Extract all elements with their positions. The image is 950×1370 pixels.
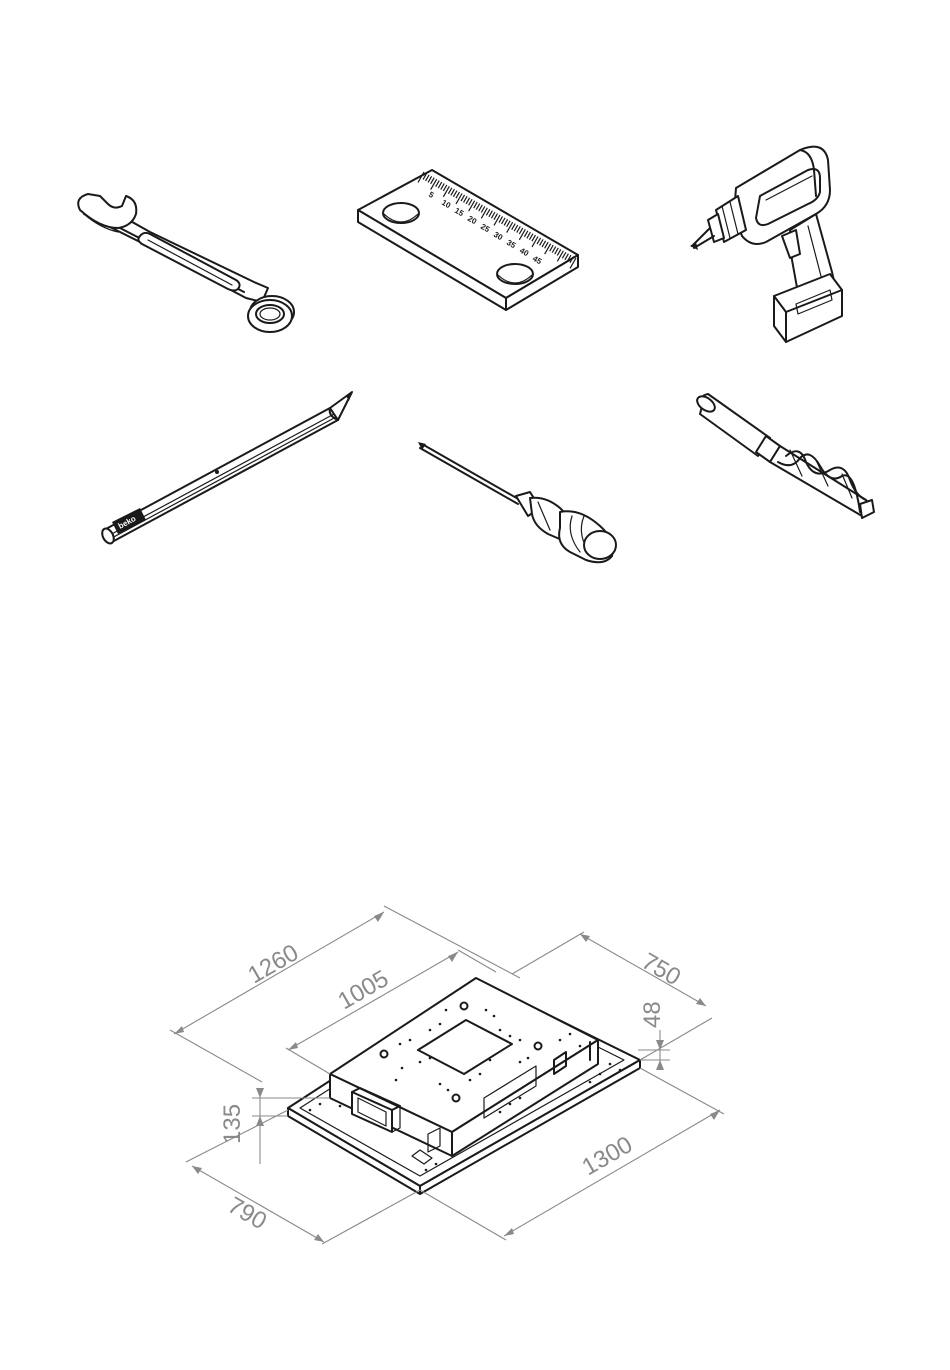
wrench-icon	[78, 194, 294, 332]
screw-hole-dot	[339, 1105, 342, 1108]
screw-hole-dot	[589, 1081, 592, 1084]
screw-hole-dot	[399, 1043, 402, 1046]
dimension-cutout-depth: 48	[639, 1001, 666, 1028]
screw-hole-dot	[493, 1015, 496, 1018]
screw-hole-dot	[409, 1039, 412, 1042]
pencil-icon: beko	[100, 392, 352, 545]
screw-hole-dot	[419, 1061, 422, 1064]
screw-hole-dot	[447, 1089, 450, 1092]
drill-bit-icon	[694, 393, 874, 518]
dimension-height: 135	[219, 1104, 246, 1144]
screw-hole-dot	[609, 1063, 612, 1066]
screw-hole-dot	[519, 1039, 522, 1042]
screw-hole-dot	[499, 1111, 502, 1114]
screw-hole-dot	[439, 1023, 442, 1026]
screw-hole-dot	[599, 1073, 602, 1076]
screw-hole-dot	[509, 1035, 512, 1038]
screw-hole-dot	[485, 1009, 488, 1012]
screw-hole-dot	[309, 1109, 312, 1112]
screw-hole-dot	[479, 1073, 482, 1076]
screw-hole-dot	[445, 1009, 448, 1012]
screw-hole-dot	[401, 1067, 404, 1070]
dimension-depth-inner: 750	[637, 948, 685, 991]
screw-hole-dot	[509, 1103, 512, 1106]
screw-hole-dot	[619, 1069, 622, 1072]
dimension-width-inner: 1005	[334, 965, 394, 1015]
screw-hole-dot	[435, 1163, 438, 1166]
screwdriver-icon	[418, 442, 616, 562]
screw-hole-dot	[527, 1057, 530, 1060]
screw-hole-dot	[489, 1059, 492, 1062]
screw-hole-dot	[429, 1029, 432, 1032]
ruler-template-icon: 5 10 15 20 25 30 35 40 45	[358, 170, 578, 310]
screw-hole-dot	[429, 1057, 432, 1060]
cordless-drill-icon	[690, 147, 842, 342]
screw-hole-dot	[425, 1169, 428, 1172]
dimension-depth-outer: 790	[223, 1192, 271, 1235]
screw-hole-dot	[499, 1029, 502, 1032]
screw-hole-dot	[395, 1079, 398, 1082]
screw-hole-dot	[439, 1083, 442, 1086]
dimension-length: 1300	[578, 1131, 638, 1181]
screw-hole-dot	[469, 1079, 472, 1082]
dimension-width-outer: 1260	[244, 939, 304, 989]
screw-hole-dot	[579, 1045, 582, 1048]
screw-hole-dot	[569, 1033, 572, 1036]
screw-hole-dot	[519, 1061, 522, 1064]
screw-hole-dot	[319, 1103, 322, 1106]
screw-hole-dot	[559, 1039, 562, 1042]
screw-hole-dot	[519, 1097, 522, 1100]
